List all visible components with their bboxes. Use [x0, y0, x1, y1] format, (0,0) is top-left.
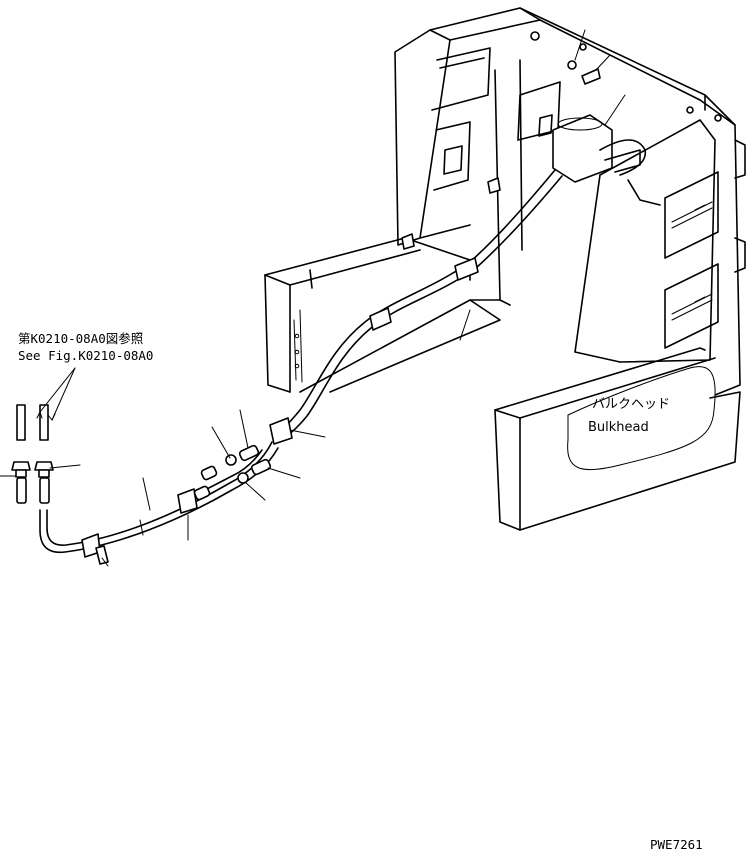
- bulkhead-label-jp: バルクヘッド: [592, 397, 670, 412]
- bulkhead-label-en: Bulkhead: [588, 420, 649, 435]
- reference-note-jp: 第K0210-08A0図参照: [18, 331, 143, 346]
- fittings: [11, 404, 272, 504]
- drawing-code: PWE7261: [650, 837, 703, 852]
- cab-frame: [264, 7, 746, 396]
- reference-note-en: See Fig.K0210-08A0: [18, 348, 153, 363]
- leader-lines: [0, 29, 626, 567]
- bulkhead-panel: [494, 347, 741, 531]
- hose-clamps: [81, 257, 479, 565]
